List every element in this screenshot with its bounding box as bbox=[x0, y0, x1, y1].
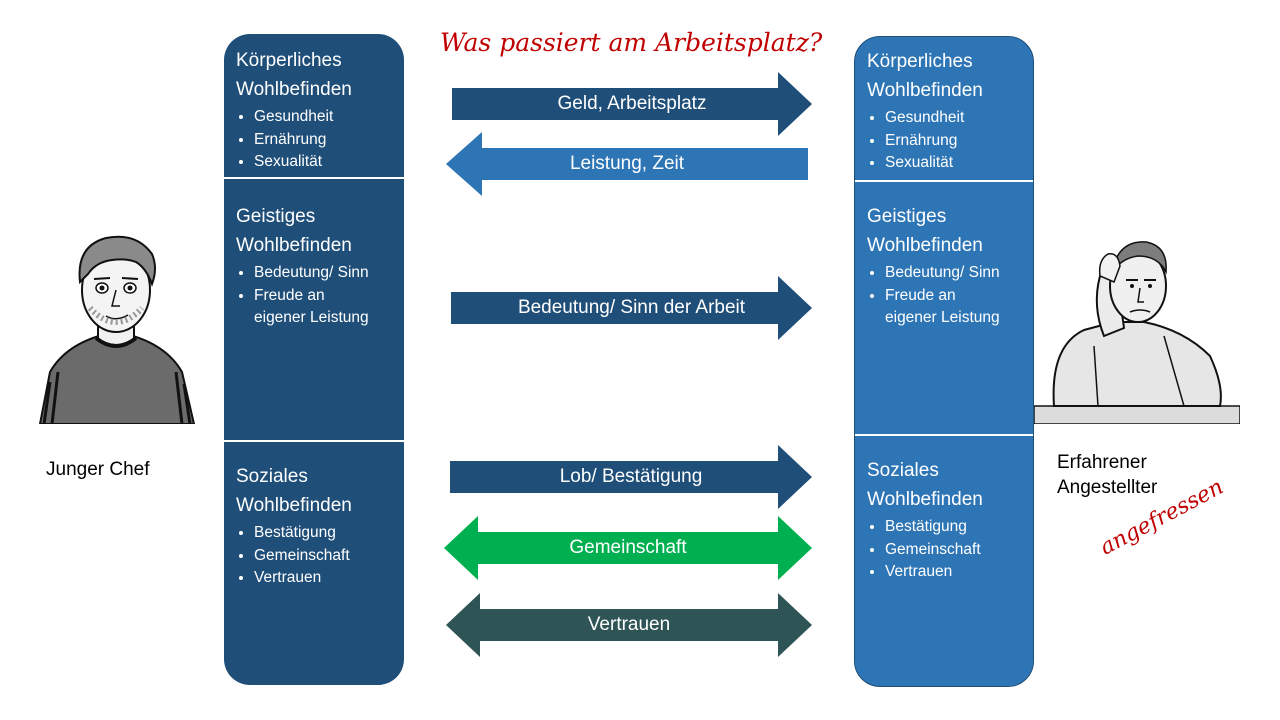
section-head: Soziales Wohlbefinden bbox=[867, 460, 983, 510]
list-item: Gemeinschaft bbox=[254, 545, 392, 568]
list-item: Bestätigung bbox=[885, 516, 1021, 539]
arrow-label: Gemeinschaft bbox=[569, 537, 687, 558]
section-list: Bedeutung/ Sinn Freude an eigener Leistu… bbox=[236, 262, 392, 330]
section-head: Soziales Wohlbefinden bbox=[236, 466, 352, 516]
section-divider bbox=[855, 180, 1033, 182]
right-section-mental: Geistiges Wohlbefinden Bedeutung/ Sinn F… bbox=[855, 202, 1033, 330]
list-item: Vertrauen bbox=[885, 561, 1021, 584]
arrow-label: Vertrauen bbox=[587, 614, 671, 635]
section-head: Körperliches Wohlbefinden bbox=[236, 50, 352, 100]
right-section-physical: Körperliches Wohlbefinden Gesundheit Ern… bbox=[855, 47, 1033, 175]
section-list: Bedeutung/ Sinn Freude an eigener Leistu… bbox=[867, 262, 1021, 330]
section-head: Geistiges Wohlbefinden bbox=[867, 206, 983, 256]
section-list: Gesundheit Ernährung Sexualität bbox=[867, 107, 1021, 175]
left-pillar: Körperliches Wohlbefinden Gesundheit Ern… bbox=[224, 34, 404, 685]
arrow-label: Geld, Arbeitsplatz bbox=[557, 93, 707, 114]
left-section-social: Soziales Wohlbefinden Bestätigung Gemein… bbox=[224, 462, 404, 590]
arrow-vertrauen: Vertrauen bbox=[446, 593, 812, 657]
list-item: Gemeinschaft bbox=[885, 539, 1021, 562]
employee-label: Erfahrener Angestellter bbox=[1057, 452, 1158, 498]
arrow-leistung-zeit: Leistung, Zeit bbox=[446, 132, 808, 196]
left-section-physical: Körperliches Wohlbefinden Gesundheit Ern… bbox=[224, 46, 404, 174]
diagram-title: Was passiert am Arbeitsplatz? bbox=[440, 28, 823, 57]
section-divider bbox=[855, 434, 1033, 436]
section-list: Gesundheit Ernährung Sexualität bbox=[236, 106, 392, 174]
young-boss-illustration bbox=[38, 235, 196, 424]
arrow-lob-bestaetigung: Lob/ Bestätigung bbox=[450, 445, 812, 509]
section-head: Körperliches Wohlbefinden bbox=[867, 51, 983, 101]
arrow-gemeinschaft: Gemeinschaft bbox=[444, 516, 812, 580]
list-item: Vertrauen bbox=[254, 567, 392, 590]
list-item: Ernährung bbox=[885, 130, 1021, 153]
double-arrow-icon bbox=[446, 593, 812, 657]
section-divider bbox=[224, 177, 404, 179]
arrow-left-icon bbox=[446, 132, 808, 196]
list-item: Sexualität bbox=[885, 152, 1021, 175]
list-item: Bedeutung/ Sinn bbox=[254, 262, 392, 285]
right-pillar: Körperliches Wohlbefinden Gesundheit Ern… bbox=[854, 36, 1034, 687]
double-arrow-icon bbox=[444, 516, 812, 580]
young-boss-label: Junger Chef bbox=[46, 459, 150, 480]
list-item: Bestätigung bbox=[254, 522, 392, 545]
section-divider bbox=[224, 440, 404, 442]
section-list: Bestätigung Gemeinschaft Vertrauen bbox=[236, 522, 392, 590]
section-list: Bestätigung Gemeinschaft Vertrauen bbox=[867, 516, 1021, 584]
left-section-mental: Geistiges Wohlbefinden Bedeutung/ Sinn F… bbox=[224, 202, 404, 330]
employee-illustration bbox=[1034, 241, 1240, 424]
arrow-label: Leistung, Zeit bbox=[569, 153, 685, 174]
list-item: Freude an bbox=[885, 285, 1021, 308]
arrow-geld-arbeitsplatz: Geld, Arbeitsplatz bbox=[452, 72, 812, 136]
arrow-right-icon bbox=[452, 72, 812, 136]
list-item: Ernährung bbox=[254, 129, 392, 152]
list-item: Bedeutung/ Sinn bbox=[885, 262, 1021, 285]
list-item: eigener Leistung bbox=[885, 309, 1000, 326]
arrow-label: Lob/ Bestätigung bbox=[559, 466, 703, 487]
right-section-social: Soziales Wohlbefinden Bestätigung Gemein… bbox=[855, 456, 1033, 584]
list-item: Gesundheit bbox=[885, 107, 1021, 130]
list-item: Sexualität bbox=[254, 151, 392, 174]
list-item: Freude an bbox=[254, 285, 392, 308]
list-item: eigener Leistung bbox=[254, 309, 369, 326]
section-head: Geistiges Wohlbefinden bbox=[236, 206, 352, 256]
arrow-label: Bedeutung/ Sinn der Arbeit bbox=[517, 297, 746, 318]
arrow-right-icon bbox=[450, 445, 812, 509]
list-item: Gesundheit bbox=[254, 106, 392, 129]
arrow-bedeutung-sinn: Bedeutung/ Sinn der Arbeit bbox=[451, 276, 812, 340]
arrow-right-icon bbox=[451, 276, 812, 340]
